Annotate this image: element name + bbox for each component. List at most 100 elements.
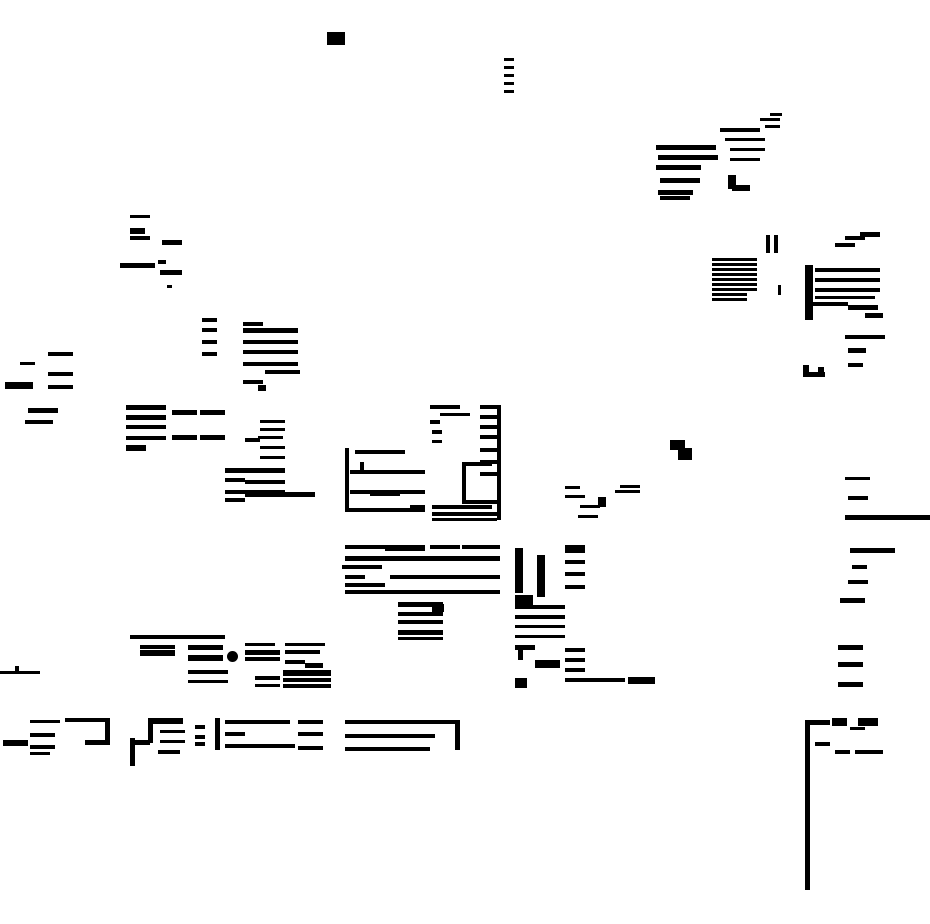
- mask-block: [202, 328, 217, 332]
- mask-block: [803, 372, 825, 377]
- mask-block: [565, 658, 585, 662]
- mask-block: [385, 545, 425, 551]
- mask-block: [535, 660, 560, 668]
- mask-block: [712, 298, 747, 301]
- mask-block: [140, 645, 175, 649]
- mask-block: [398, 612, 443, 616]
- mask-block: [188, 645, 223, 650]
- mask-block: [342, 565, 382, 569]
- mask-block: [815, 288, 880, 292]
- mask-block: [656, 165, 701, 170]
- mask-block: [298, 732, 323, 736]
- mask-block: [390, 747, 430, 751]
- mask-block: [660, 178, 700, 183]
- mask-block: [565, 585, 585, 589]
- mask-block: [160, 730, 185, 733]
- mask-block: [345, 734, 390, 738]
- mask-block: [243, 328, 298, 333]
- mask-block: [195, 725, 205, 729]
- mask-block: [345, 508, 425, 512]
- mask-block: [430, 545, 460, 549]
- mask-block: [805, 720, 810, 890]
- mask-block: [815, 742, 830, 746]
- mask-block: [158, 260, 166, 264]
- mask-block: [126, 425, 166, 429]
- mask-block: [725, 138, 765, 141]
- mask-block: [838, 662, 863, 667]
- mask-block: [432, 505, 492, 509]
- mask-block: [172, 435, 197, 440]
- mask-block: [515, 625, 565, 628]
- mask-block: [245, 480, 285, 484]
- mask-block: [620, 485, 640, 488]
- mask-block: [283, 678, 331, 682]
- mask-block: [515, 645, 535, 650]
- mask-block: [260, 428, 285, 431]
- mask-block: [360, 462, 364, 470]
- mask-block: [283, 670, 331, 676]
- mask-block: [480, 415, 500, 419]
- mask-dot: [227, 651, 238, 662]
- mask-block: [850, 727, 865, 730]
- mask-block: [732, 185, 750, 191]
- mask-block: [285, 643, 325, 646]
- mask-block: [140, 650, 175, 656]
- mask-block: [565, 648, 585, 652]
- mask-block: [803, 365, 809, 377]
- mask-block: [504, 58, 514, 61]
- mask-block: [225, 498, 245, 502]
- mask-block: [345, 747, 390, 751]
- mask-block: [410, 505, 425, 510]
- mask-block: [504, 74, 514, 77]
- mask-block: [245, 438, 260, 442]
- mask-block: [345, 556, 500, 561]
- mask-block: [678, 448, 692, 460]
- mask-block: [65, 718, 105, 722]
- mask-block: [712, 278, 757, 281]
- mask-block: [565, 486, 580, 489]
- mask-block: [120, 263, 155, 268]
- mask-block: [730, 148, 765, 151]
- mask-block: [30, 745, 55, 749]
- mask-block: [260, 420, 285, 423]
- mask-block: [160, 270, 182, 275]
- mask-block: [660, 196, 690, 200]
- mask-block: [656, 145, 716, 150]
- mask-block: [370, 492, 400, 496]
- mask-block: [285, 650, 320, 654]
- mask-block: [565, 678, 585, 682]
- mask-block: [480, 435, 500, 439]
- mask-block: [126, 405, 166, 410]
- mask-block: [712, 268, 757, 271]
- mask-block: [565, 560, 585, 564]
- mask-block: [480, 472, 500, 476]
- mask-block: [432, 512, 497, 516]
- mask-block: [432, 430, 442, 434]
- mask-block: [565, 668, 585, 672]
- mask-block: [245, 657, 280, 661]
- mask-block: [160, 740, 185, 743]
- mask-block: [188, 655, 223, 661]
- mask-block: [848, 363, 863, 367]
- mask-block: [260, 720, 290, 724]
- mask-block: [760, 118, 780, 121]
- mask-block: [537, 555, 545, 597]
- mask-block: [215, 718, 220, 750]
- mask-block: [815, 268, 880, 272]
- mask-block: [432, 518, 497, 521]
- mask-block: [245, 650, 280, 655]
- mask-block: [167, 285, 172, 288]
- mask-block: [188, 636, 223, 639]
- mask-block: [845, 477, 870, 480]
- mask-block: [202, 340, 217, 344]
- mask-block: [258, 385, 266, 391]
- mask-block: [818, 367, 824, 377]
- mask-block: [815, 296, 875, 299]
- mask-block: [172, 410, 197, 415]
- mask-block: [245, 643, 275, 646]
- mask-block: [845, 515, 930, 520]
- mask-block: [848, 496, 868, 500]
- mask-block: [130, 215, 150, 218]
- mask-block: [225, 732, 245, 736]
